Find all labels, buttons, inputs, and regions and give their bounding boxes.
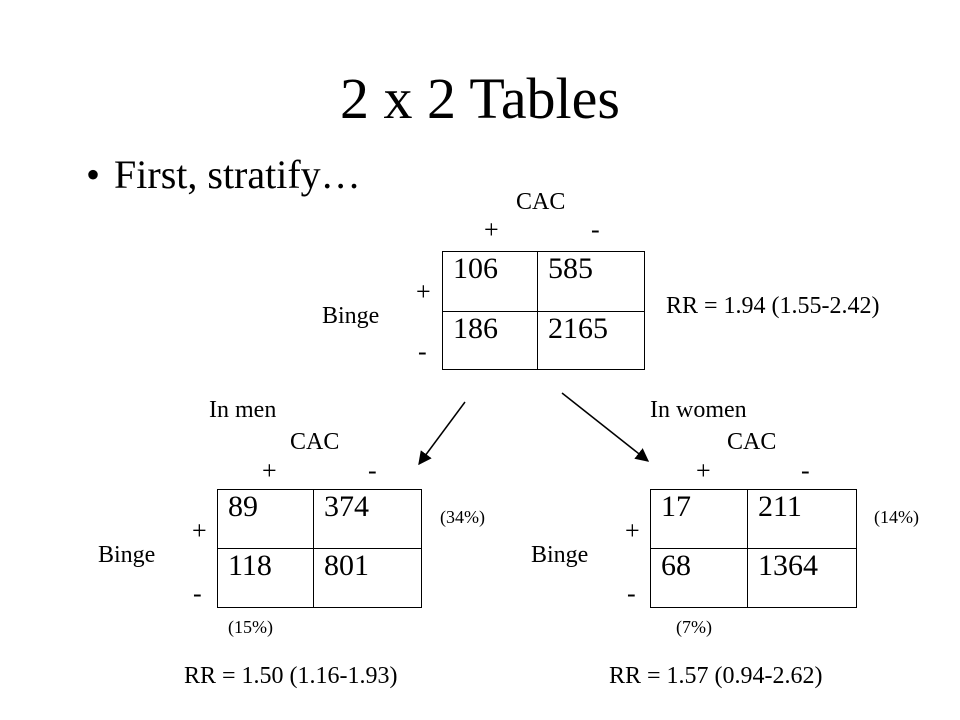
men-row-header: Binge: [98, 542, 156, 568]
overall-rr: RR = 1.94 (1.55-2.42): [666, 293, 880, 319]
men-cell-a: 89: [217, 489, 314, 549]
bullet-text: First, stratify…: [114, 152, 361, 197]
women-cell-a: 17: [650, 489, 748, 549]
men-row-minus: -: [193, 579, 202, 608]
women-table: 17 211 68 1364: [650, 489, 857, 608]
women-pct-unexposed: (7%): [676, 617, 712, 637]
bullet-dot-icon: •: [86, 152, 101, 197]
women-column-header: CAC: [727, 429, 777, 455]
bullet-item: • First, stratify…: [86, 150, 361, 200]
men-col-minus: -: [368, 456, 377, 485]
arrow-to-women-icon: [561, 392, 650, 462]
table-row: 17 211: [650, 489, 857, 549]
overall-cell-b: 585: [537, 251, 645, 312]
overall-cell-a: 106: [442, 251, 538, 312]
men-col-plus: +: [262, 456, 277, 485]
women-cell-b: 211: [747, 489, 857, 549]
table-row: 186 2165: [442, 311, 645, 370]
women-label: In women: [650, 397, 747, 423]
table-row: 68 1364: [650, 548, 857, 608]
men-pct-exposed: (34%): [440, 507, 485, 527]
overall-row-header: Binge: [322, 303, 380, 329]
table-row: 118 801: [217, 548, 422, 608]
women-col-plus: +: [696, 456, 711, 485]
women-cell-d: 1364: [747, 548, 857, 608]
table-row: 89 374: [217, 489, 422, 549]
overall-table: 106 585 186 2165: [442, 251, 645, 370]
arrow-to-men-icon: [418, 401, 466, 466]
women-row-header: Binge: [531, 542, 589, 568]
women-rr: RR = 1.57 (0.94-2.62): [609, 663, 823, 689]
women-cell-c: 68: [650, 548, 748, 608]
men-column-header: CAC: [290, 429, 340, 455]
women-pct-exposed: (14%): [874, 507, 919, 527]
slide-title: 2 x 2 Tables: [339, 66, 620, 131]
men-pct-unexposed: (15%): [228, 617, 273, 637]
overall-row-minus: -: [418, 337, 427, 366]
men-row-plus: +: [192, 516, 207, 545]
overall-col-plus: +: [484, 215, 499, 244]
women-row-plus: +: [625, 516, 640, 545]
overall-column-header: CAC: [516, 189, 566, 215]
men-table: 89 374 118 801: [217, 489, 422, 608]
women-col-minus: -: [801, 456, 810, 485]
table-row: 106 585: [442, 251, 645, 312]
men-cell-c: 118: [217, 548, 314, 608]
overall-row-plus: +: [416, 277, 431, 306]
men-cell-b: 374: [313, 489, 422, 549]
men-label: In men: [209, 397, 277, 423]
overall-col-minus: -: [591, 215, 600, 244]
men-rr: RR = 1.50 (1.16-1.93): [184, 663, 398, 689]
women-row-minus: -: [627, 579, 636, 608]
overall-cell-c: 186: [442, 311, 538, 370]
men-cell-d: 801: [313, 548, 422, 608]
overall-cell-d: 2165: [537, 311, 645, 370]
